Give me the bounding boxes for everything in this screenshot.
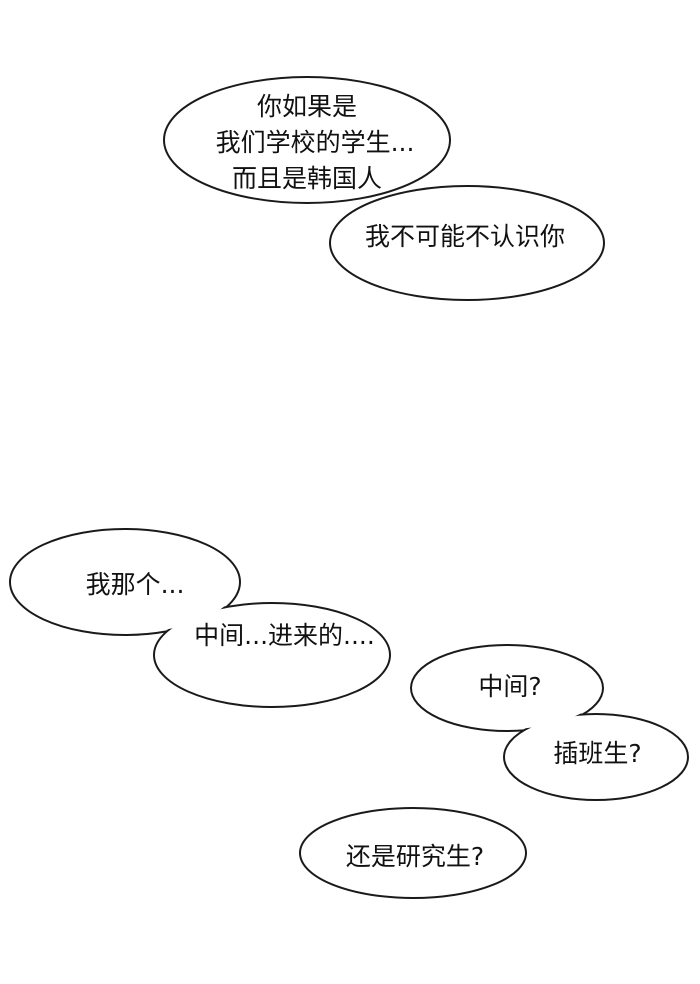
bubble-3-line-1: 中间?: [478, 672, 542, 701]
bubble-2-line-1: 我那个...: [85, 570, 185, 599]
bubble-1-tail-line: 我不可能不认识你: [364, 222, 565, 251]
bubble-1-line-2: 我们学校的学生...: [215, 128, 415, 157]
bubble-2-line-2: 中间...进来的....: [194, 621, 375, 650]
bubble-1-line-3: 而且是韩国人: [231, 164, 382, 193]
speech-bubble-1: [163, 76, 605, 301]
bubble-4-line-1: 还是研究生?: [345, 842, 485, 871]
bubble-1-line-1: 你如果是: [256, 92, 357, 121]
speech-bubble-4: [299, 807, 527, 899]
speech-bubble-2: [9, 528, 391, 708]
bubble-3-line-2: 插班生?: [553, 739, 642, 768]
speech-bubble-3: [410, 644, 689, 801]
